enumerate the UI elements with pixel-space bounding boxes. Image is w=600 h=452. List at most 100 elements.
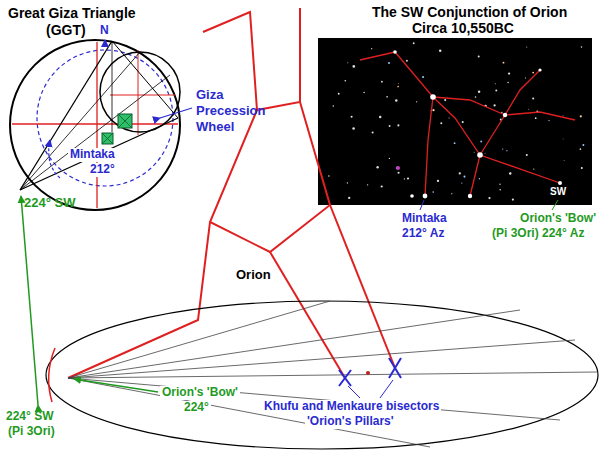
star bbox=[389, 158, 390, 159]
star bbox=[328, 175, 330, 177]
star bbox=[582, 144, 584, 146]
star bbox=[562, 115, 564, 117]
star bbox=[416, 101, 417, 102]
star bbox=[381, 81, 383, 83]
star bbox=[376, 166, 378, 168]
star-label: Mintaka bbox=[402, 212, 447, 226]
heading: Circa 10,550BC bbox=[412, 20, 514, 36]
star bbox=[367, 184, 368, 185]
star bbox=[459, 172, 461, 174]
star bbox=[495, 83, 496, 84]
star bbox=[338, 93, 340, 95]
star bbox=[462, 121, 464, 123]
angle-label: 212° Az bbox=[402, 227, 444, 241]
star bbox=[398, 83, 400, 85]
angle-label: 224° SW bbox=[24, 196, 75, 211]
star bbox=[473, 151, 475, 153]
star bbox=[475, 96, 477, 98]
star bbox=[508, 72, 510, 74]
star bbox=[506, 150, 507, 151]
star bbox=[484, 152, 486, 154]
star bbox=[386, 96, 388, 98]
star bbox=[562, 138, 564, 140]
star-panel bbox=[318, 38, 592, 205]
star bbox=[451, 193, 452, 194]
orion-figure bbox=[68, 8, 395, 378]
star bbox=[532, 72, 534, 74]
star bbox=[352, 127, 355, 130]
star bbox=[532, 98, 534, 100]
star bbox=[463, 176, 465, 178]
star bbox=[535, 117, 537, 119]
angle-label: 224° SW bbox=[6, 410, 53, 424]
star bbox=[493, 104, 495, 106]
star-label: Orion's 'Bow' bbox=[520, 212, 596, 226]
star bbox=[478, 90, 480, 92]
star bbox=[502, 148, 503, 149]
star bbox=[563, 160, 565, 162]
star bbox=[499, 184, 500, 185]
star-label: Orion's 'Bow' bbox=[160, 386, 240, 400]
star bbox=[461, 183, 462, 184]
star bbox=[580, 115, 582, 117]
star bbox=[509, 172, 511, 174]
heading: (GGT) bbox=[46, 22, 86, 38]
star bbox=[432, 191, 434, 193]
wheel-label: Giza bbox=[196, 88, 223, 103]
star bbox=[413, 42, 415, 44]
star bbox=[353, 65, 356, 68]
wheel-label: Precession bbox=[196, 104, 265, 119]
star-field bbox=[328, 42, 584, 200]
star bbox=[444, 99, 446, 101]
star bbox=[333, 105, 335, 107]
star-label: Mintaka bbox=[68, 148, 117, 162]
star bbox=[480, 141, 482, 143]
star bbox=[440, 122, 442, 124]
star bbox=[509, 173, 511, 175]
direction-label: SW bbox=[550, 186, 566, 198]
star bbox=[388, 62, 390, 64]
star bbox=[397, 124, 399, 126]
star bbox=[507, 82, 508, 83]
bisector-label: Khufu and Menkaure bisectors bbox=[262, 400, 441, 414]
star bbox=[363, 92, 364, 93]
compass-label: N bbox=[100, 24, 109, 38]
bright-stars bbox=[393, 50, 562, 198]
star bbox=[527, 108, 529, 110]
star bbox=[407, 177, 409, 179]
star bbox=[449, 118, 450, 119]
star bbox=[372, 131, 374, 133]
star bbox=[379, 116, 381, 118]
ground-ellipse bbox=[46, 301, 598, 449]
star bbox=[526, 46, 527, 47]
star bbox=[347, 182, 348, 183]
star bbox=[432, 109, 434, 111]
star bbox=[580, 148, 582, 150]
star bbox=[478, 56, 480, 58]
star bbox=[344, 80, 346, 82]
star bbox=[347, 62, 348, 63]
star bbox=[581, 167, 583, 169]
star bbox=[525, 77, 526, 78]
wheel-label: Wheel bbox=[196, 120, 234, 135]
star bbox=[512, 198, 514, 200]
bisector-label: 'Orion's Pillars' bbox=[305, 415, 396, 429]
star bbox=[479, 178, 480, 179]
star bbox=[488, 197, 490, 199]
star bbox=[351, 116, 353, 118]
star bbox=[495, 90, 497, 92]
star bbox=[389, 125, 391, 127]
star bbox=[404, 178, 405, 179]
star bbox=[398, 172, 400, 174]
star bbox=[439, 49, 441, 51]
star bbox=[422, 76, 424, 78]
heading: Great Giza Triangle bbox=[8, 5, 136, 21]
star bbox=[581, 46, 583, 48]
star bbox=[499, 189, 501, 191]
angle-label: 212° bbox=[88, 163, 117, 177]
star bbox=[348, 197, 350, 199]
star bbox=[406, 60, 408, 62]
star bbox=[503, 62, 505, 64]
star bbox=[397, 86, 399, 88]
